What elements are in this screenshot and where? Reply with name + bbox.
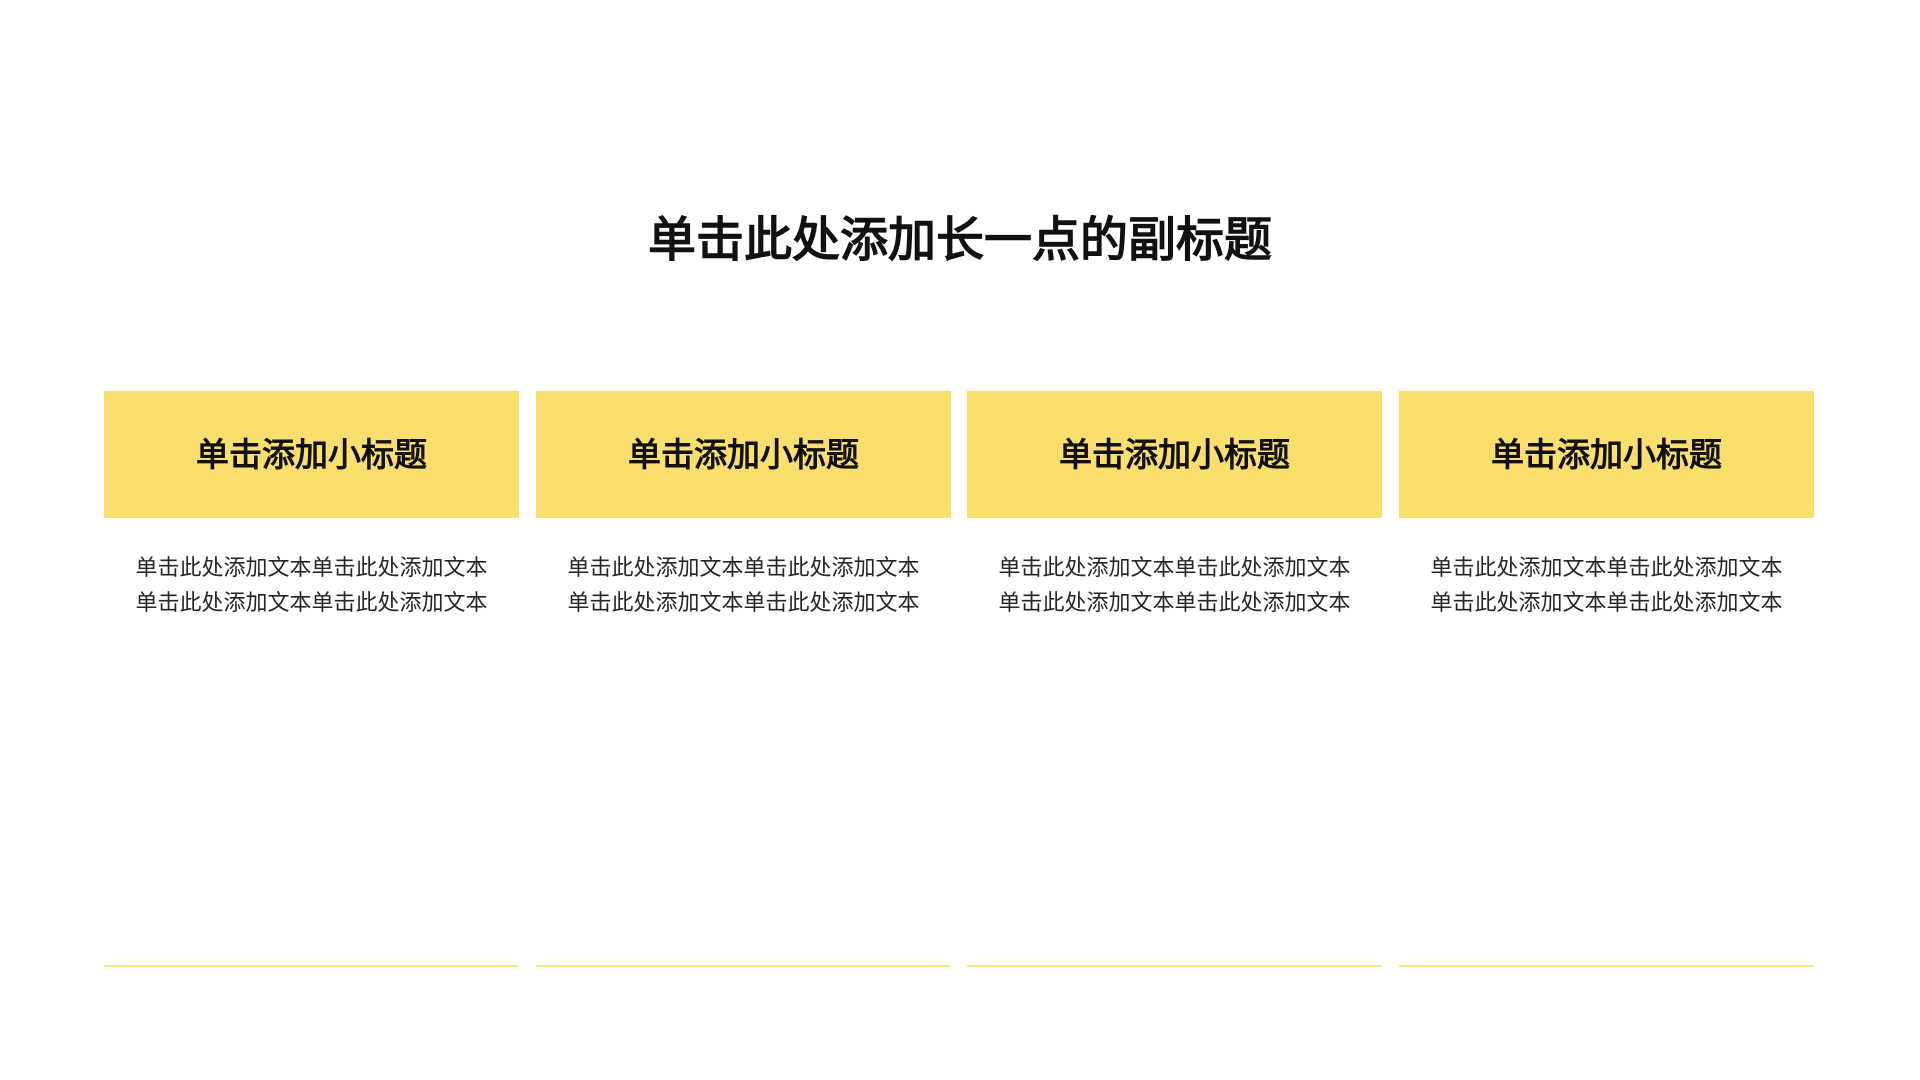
card-header: 单击添加小标题 [104, 391, 519, 518]
card-body-line: 单击此处添加文本单击此处添加文本 [567, 591, 920, 616]
card-divider-line [536, 965, 951, 967]
card-body[interactable]: 单击此处添加文本单击此处添加文本 单击此处添加文本单击此处添加文本 [1399, 551, 1814, 621]
card-header: 单击添加小标题 [1399, 391, 1814, 518]
card-header: 单击添加小标题 [536, 391, 951, 518]
card-1: 单击添加小标题 单击此处添加文本单击此处添加文本 单击此处添加文本单击此处添加文… [104, 391, 519, 971]
card-4: 单击添加小标题 单击此处添加文本单击此处添加文本 单击此处添加文本单击此处添加文… [1399, 391, 1814, 971]
card-body[interactable]: 单击此处添加文本单击此处添加文本 单击此处添加文本单击此处添加文本 [536, 551, 951, 621]
card-header: 单击添加小标题 [967, 391, 1382, 518]
card-body-line: 单击此处添加文本单击此处添加文本 [135, 556, 488, 581]
card-body-line: 单击此处添加文本单击此处添加文本 [135, 591, 488, 616]
card-title[interactable]: 单击添加小标题 [1059, 434, 1290, 474]
card-body-line: 单击此处添加文本单击此处添加文本 [998, 556, 1351, 581]
card-2: 单击添加小标题 单击此处添加文本单击此处添加文本 单击此处添加文本单击此处添加文… [536, 391, 951, 971]
card-title[interactable]: 单击添加小标题 [196, 434, 427, 474]
card-body-line: 单击此处添加文本单击此处添加文本 [1430, 591, 1783, 616]
card-body[interactable]: 单击此处添加文本单击此处添加文本 单击此处添加文本单击此处添加文本 [967, 551, 1382, 621]
slide-subtitle[interactable]: 单击此处添加长一点的副标题 [647, 212, 1272, 268]
card-title[interactable]: 单击添加小标题 [628, 434, 859, 474]
card-divider-line [104, 965, 519, 967]
card-3: 单击添加小标题 单击此处添加文本单击此处添加文本 单击此处添加文本单击此处添加文… [967, 391, 1382, 971]
card-title[interactable]: 单击添加小标题 [1491, 434, 1722, 474]
card-body[interactable]: 单击此处添加文本单击此处添加文本 单击此处添加文本单击此处添加文本 [104, 551, 519, 621]
card-divider-line [1399, 965, 1814, 967]
card-body-line: 单击此处添加文本单击此处添加文本 [1430, 556, 1783, 581]
card-body-line: 单击此处添加文本单击此处添加文本 [998, 591, 1351, 616]
card-divider-line [967, 965, 1382, 967]
card-body-line: 单击此处添加文本单击此处添加文本 [567, 556, 920, 581]
